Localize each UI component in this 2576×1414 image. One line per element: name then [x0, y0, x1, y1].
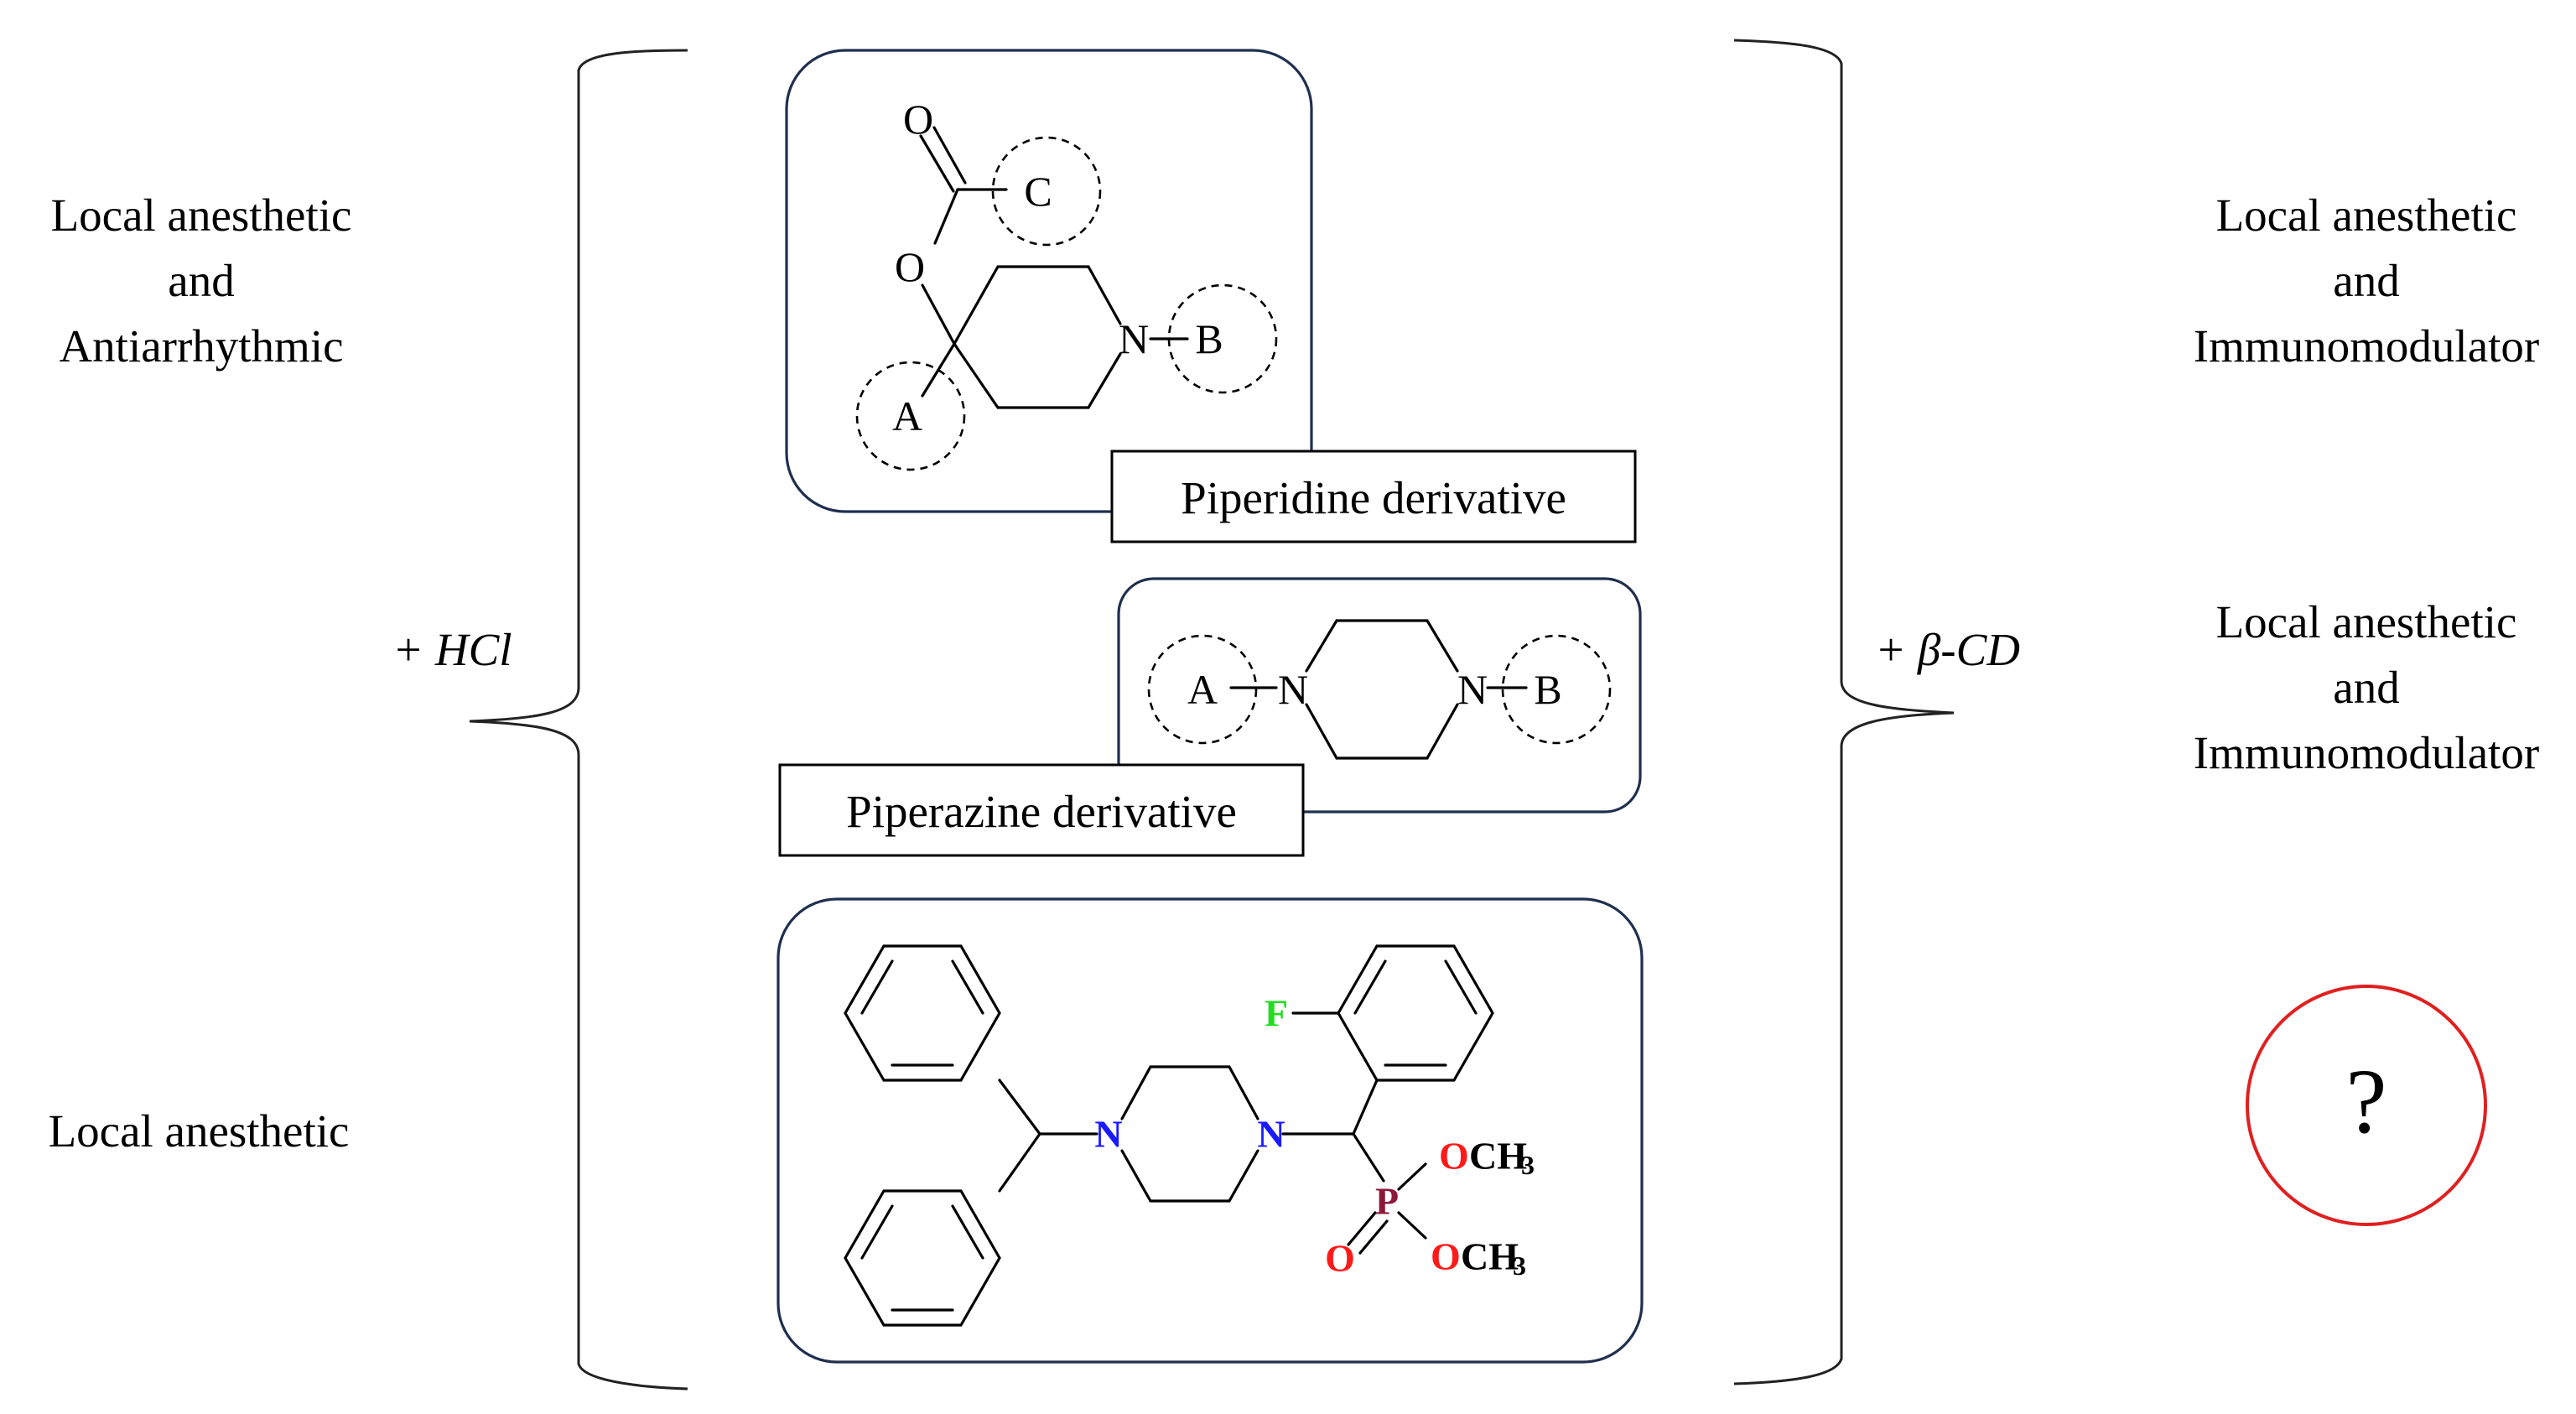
left-brace [469, 49, 688, 1391]
right-label-middle-line-3: Immunomodulator [2194, 727, 2539, 778]
right-label-middle-line-2: and [2333, 662, 2399, 713]
piperazine-b-circle [1501, 634, 1612, 745]
methoxy-lower-sub: 3 [1513, 1250, 1526, 1281]
methoxy-lower-o: O [1431, 1235, 1461, 1278]
left-label-top: Local anesthetic and Antiarrhythmic [51, 190, 352, 372]
piperidine-panel: O C O N B A Piperidine derivative [785, 49, 1637, 543]
piperidine-frame [785, 49, 1313, 513]
reagent-hcl: + HCl [392, 624, 512, 675]
piperidine-label: Piperidine derivative [1181, 472, 1566, 523]
question-mark: ? [2346, 1050, 2387, 1152]
compound-frame [776, 897, 1644, 1364]
phenyl-ring-lower [844, 1189, 1001, 1327]
atom-fluorine: F [1265, 992, 1288, 1035]
methoxy-lower-ch: CH [1461, 1235, 1519, 1278]
atom-phosphorus: P [1375, 1180, 1399, 1223]
right-label-top-line-1: Local anesthetic [2216, 190, 2517, 241]
substituent-b-circle [1167, 283, 1278, 394]
right-label-top: Local anesthetic and Immunomodulator [2194, 190, 2539, 372]
question-circle [2246, 985, 2487, 1226]
methoxy-upper-o: O [1439, 1135, 1469, 1177]
right-label-top-line-2: and [2333, 255, 2399, 306]
piperazine-panel: A N N B Piperazine derivative [778, 577, 1642, 857]
atom-a-label: A [892, 392, 922, 439]
piperazine-label: Piperazine derivative [846, 786, 1237, 837]
compound-atom-n1: N [1094, 1113, 1122, 1156]
left-label-top-line-3: Antiarrhythmic [59, 320, 343, 372]
substituent-a-circle [855, 361, 966, 471]
piperazine-atom-a: A [1187, 666, 1218, 713]
methoxy-upper: O CH 3 [1439, 1135, 1535, 1181]
substituent-c-circle [991, 136, 1102, 247]
phenyl-ring-upper [844, 944, 1001, 1082]
right-label-middle: Local anesthetic and Immunomodulator [2194, 596, 2539, 778]
unknown-activity: ? [2246, 985, 2487, 1226]
right-brace [1733, 39, 1955, 1385]
compound-panel: F N N P O O CH 3 O CH 3 [776, 897, 1644, 1364]
compound-atom-n4: N [1257, 1113, 1285, 1156]
piperazine-label-box [778, 763, 1305, 857]
atom-o-ester: O [895, 243, 925, 290]
piperazine-a-circle [1147, 634, 1258, 745]
piperazine-atom-n1: N [1278, 666, 1308, 713]
methoxy-upper-ch: CH [1469, 1135, 1527, 1177]
left-label-top-line-1: Local anesthetic [51, 190, 352, 241]
reagent-beta-cd: + β-CD [1875, 624, 2020, 675]
methoxy-lower: O CH 3 [1431, 1235, 1526, 1281]
left-label-top-line-2: and [168, 255, 234, 306]
piperazine-atom-b: B [1534, 666, 1561, 713]
atom-b-label: B [1195, 315, 1223, 362]
atom-c-label: C [1024, 168, 1052, 215]
piperazine-frame [1117, 577, 1642, 814]
right-label-middle-line-1: Local anesthetic [2216, 596, 2517, 647]
left-label-bottom: Local anesthetic [49, 1105, 350, 1157]
atom-o-carbonyl: O [903, 96, 933, 143]
atom-n-piperidine: N [1119, 315, 1149, 362]
piperidine-label-box [1110, 450, 1637, 543]
methoxy-upper-sub: 3 [1521, 1150, 1535, 1180]
atom-oxygen-double: O [1325, 1237, 1355, 1280]
right-label-top-line-3: Immunomodulator [2194, 320, 2539, 372]
piperazine-atom-n4: N [1457, 666, 1488, 713]
